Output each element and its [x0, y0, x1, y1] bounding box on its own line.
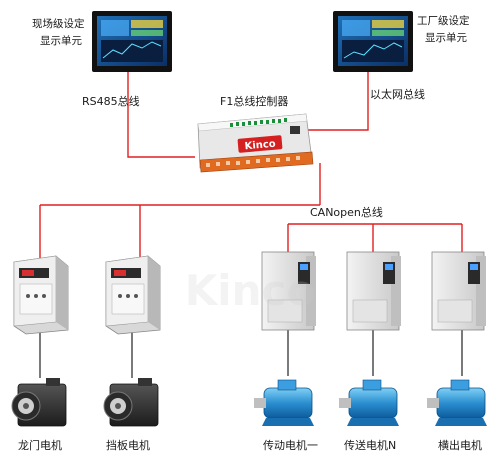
motor-cables [39, 330, 463, 378]
motor-label-conveyor-n: 传送电机N [344, 438, 396, 452]
servo-motor-2 [103, 378, 159, 427]
servo-motor-1 [11, 378, 67, 427]
ethernet-bus-label: 以太网总线 [370, 87, 425, 101]
controller-brand-logo: Kinco [244, 139, 276, 153]
watermark: Kinco [185, 266, 316, 315]
hmi-factory-label-line1: 工厂级设定 [417, 14, 470, 27]
controller-label: F1总线控制器 [220, 94, 288, 108]
frequency-inverter-1 [261, 251, 316, 331]
ac-motor-1 [254, 379, 314, 426]
servo-drive-2 [105, 255, 161, 335]
ac-motor-2 [339, 379, 399, 426]
hmi-field-label-line2: 显示单元 [40, 35, 82, 47]
ethernet-bus-line [300, 72, 369, 131]
frequency-inverter-3 [431, 251, 486, 331]
hmi-field-panel [92, 11, 172, 72]
ac-motor-3 [427, 379, 487, 426]
servo-drive-1 [13, 255, 69, 335]
canopen-bus-label: CANopen总线 [310, 205, 383, 219]
motor-label-gantry: 龙门电机 [18, 438, 62, 452]
hmi-factory-label-line2: 显示单元 [425, 32, 467, 44]
hmi-field-label-line1: 现场级设定 [32, 17, 85, 30]
rs485-bus-label: RS485总线 [82, 94, 140, 108]
f1-bus-controller [197, 113, 314, 173]
bus-wiring [39, 72, 463, 258]
motor-label-baffle: 挡板电机 [106, 438, 150, 452]
hmi-factory-panel [333, 11, 413, 72]
motor-label-drive-1: 传动电机一 [263, 438, 318, 452]
rs485-bus-line [127, 72, 195, 158]
frequency-inverter-2 [346, 251, 401, 331]
motor-label-lateral: 横出电机 [438, 438, 482, 452]
